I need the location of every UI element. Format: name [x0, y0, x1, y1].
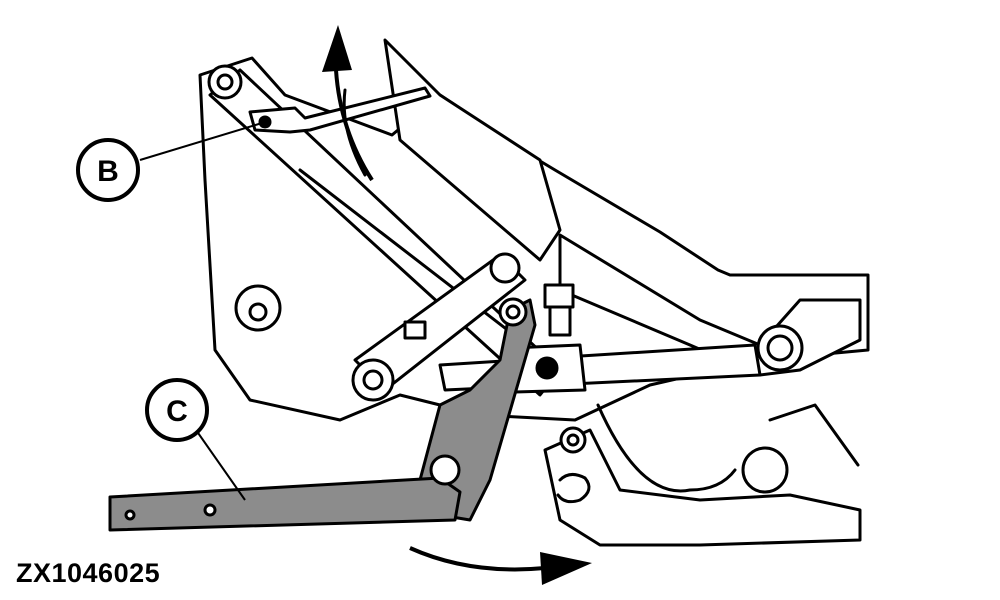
- pivot-upper-left: [207, 64, 243, 100]
- leader-c: [195, 429, 246, 501]
- lift-arm-edge: [298, 168, 542, 357]
- lever-c: [108, 476, 462, 532]
- figure-id: ZX1046025: [16, 558, 161, 588]
- rotation-arrow: [409, 546, 592, 585]
- roller: [741, 446, 789, 494]
- spring-rod: [768, 403, 860, 467]
- callout-c-label: C: [166, 395, 188, 428]
- floor-plate: [543, 428, 862, 547]
- link-tab: [403, 320, 427, 340]
- cable: [596, 403, 737, 493]
- callout-b-label: B: [97, 155, 119, 188]
- pivot-left-bolt: [234, 284, 282, 332]
- pivot-lever: [429, 454, 461, 486]
- bracket-bolt: [543, 283, 575, 337]
- up-arrow: [322, 25, 374, 182]
- leader-b: [139, 122, 263, 161]
- pivot-right: [756, 324, 804, 372]
- callout-b: B: [76, 138, 140, 202]
- pivot-tube: [535, 356, 559, 380]
- callout-c: C: [145, 378, 209, 442]
- pivot-lower: [351, 358, 395, 402]
- pivot-small: [559, 426, 587, 454]
- floor-edge: [556, 473, 591, 504]
- pivot-grey: [498, 297, 528, 327]
- pivot-center: [489, 252, 521, 284]
